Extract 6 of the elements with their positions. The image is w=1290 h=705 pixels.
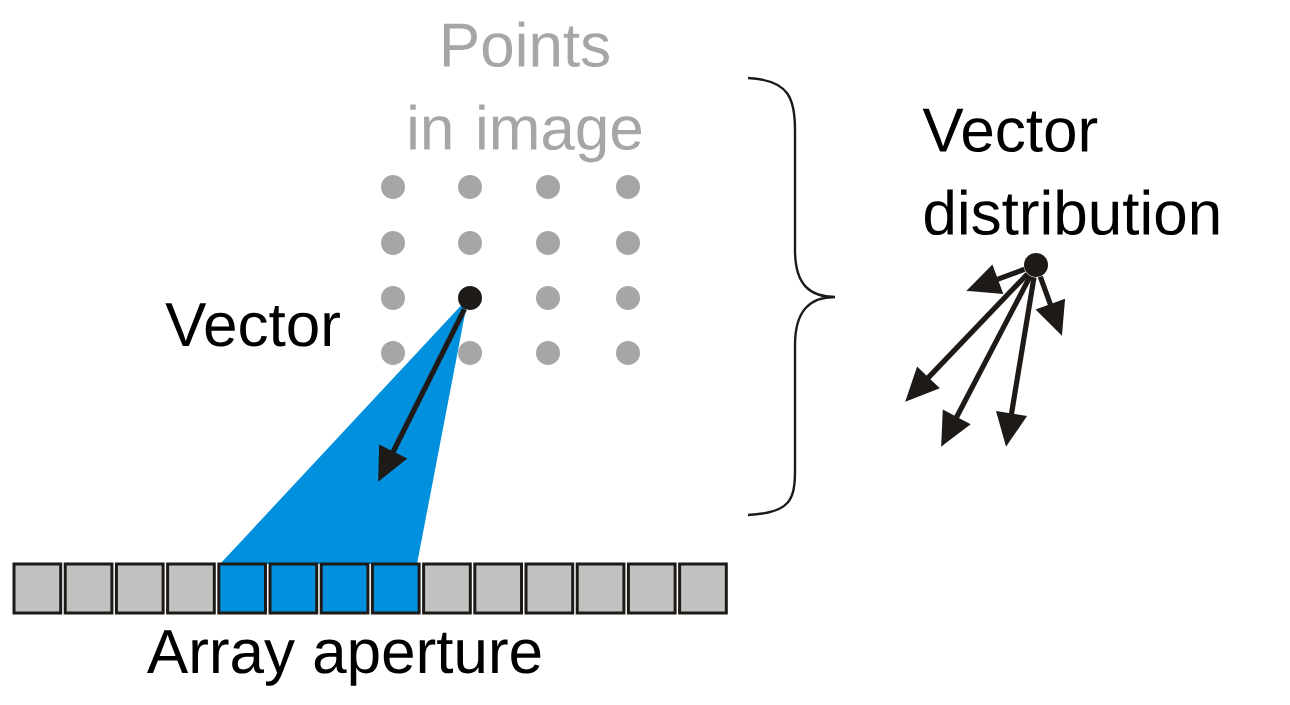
- vector-point: [458, 286, 482, 310]
- vector-origin-point: [1024, 253, 1048, 277]
- heading-label: Points in image: [410, 21, 642, 163]
- label: Vector distribution: [922, 108, 1219, 236]
- label: Array aperture: [147, 630, 541, 686]
- label: Vector: [165, 303, 340, 347]
